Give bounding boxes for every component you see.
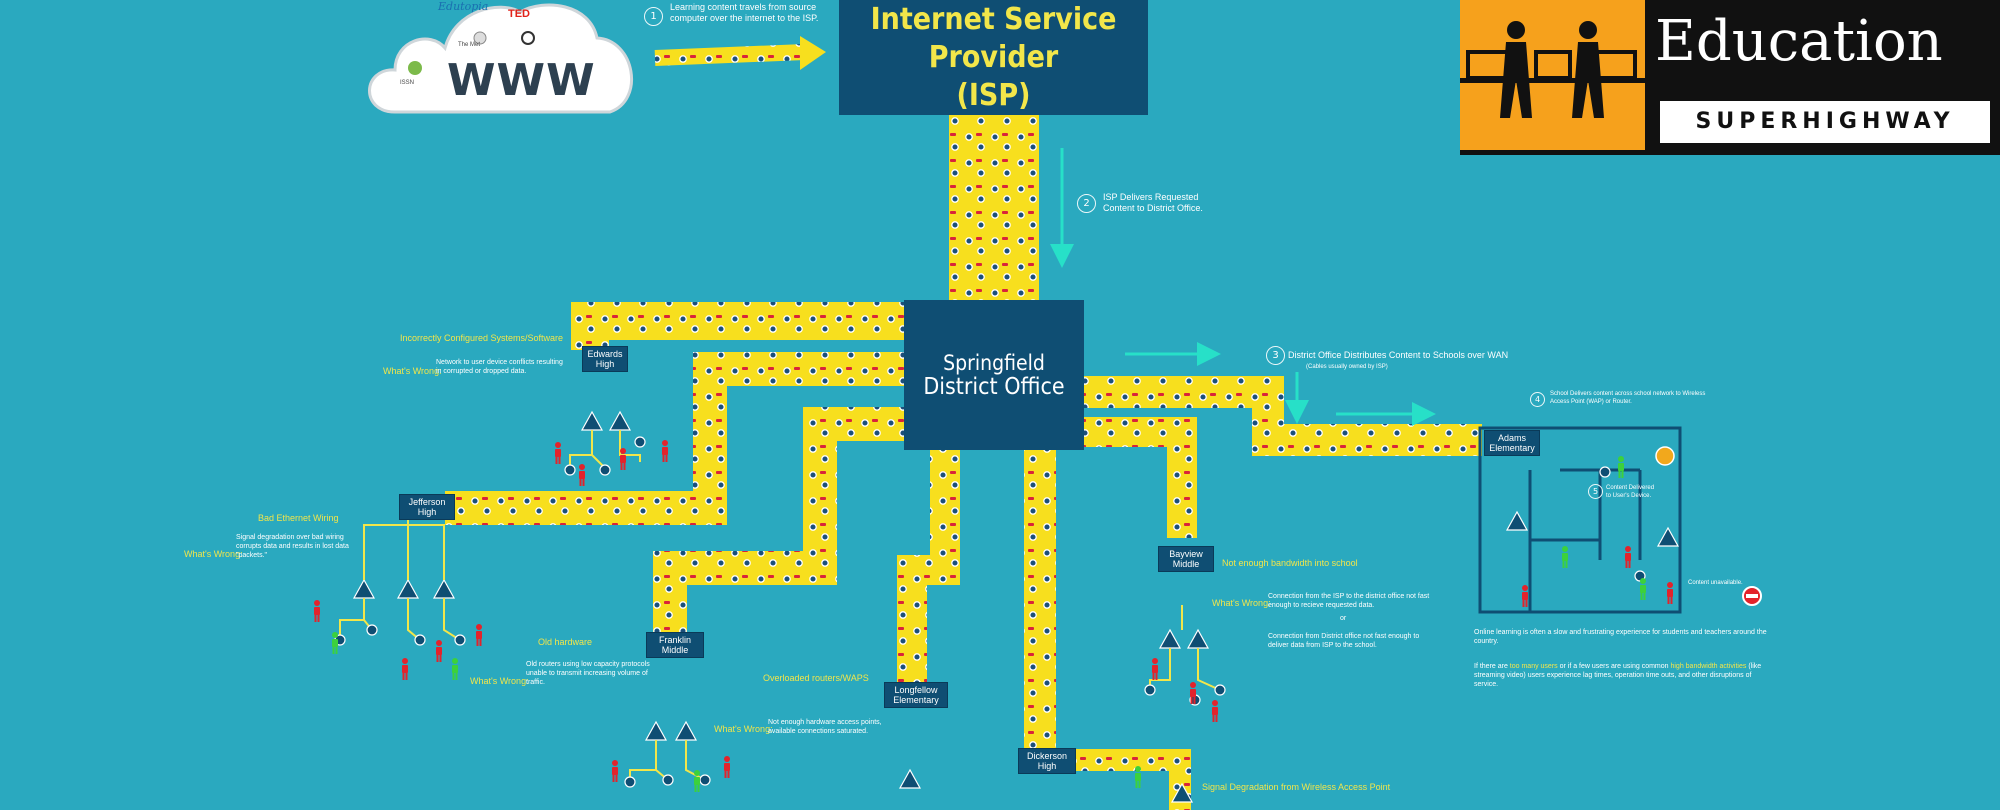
issue-old-hardware-text: Old routers using low capacity protocols… bbox=[526, 661, 650, 686]
issue-bandwidth-text-b: Connection from District office not fast… bbox=[1268, 633, 1420, 649]
router-icon bbox=[608, 410, 632, 431]
issue-overloaded-text: Not enough hardware access points, avail… bbox=[768, 719, 882, 735]
school-adams: Adams Elementary bbox=[1484, 430, 1540, 456]
issue-incorrect-text: Network to user device conflicts resulti… bbox=[436, 359, 563, 375]
issue-incorrect-label: What's Wrong: bbox=[383, 366, 442, 376]
content-badge-icon bbox=[1655, 446, 1675, 466]
router-icon bbox=[1186, 628, 1210, 649]
router-icon bbox=[432, 578, 456, 599]
issue-bandwidth-label: What's Wrong: bbox=[1212, 598, 1271, 608]
step-4-badge: 4 bbox=[1530, 392, 1545, 407]
pipe-www-to-isp bbox=[654, 44, 806, 66]
step-3-subtext: (Cables usually owned by ISP) bbox=[1306, 364, 1388, 370]
issue-bad-wiring-text: Signal degradation over bad wiring corru… bbox=[236, 534, 349, 559]
school-dickerson: Dickerson High bbox=[1018, 748, 1076, 774]
router-icon bbox=[644, 720, 668, 741]
school-longfellow: Longfellow Elementary bbox=[884, 682, 948, 708]
summary-text-2c: or if a few users are using common bbox=[1557, 663, 1671, 670]
step-5-badge: 5 bbox=[1588, 484, 1603, 499]
school-bayview: Bayview Middle bbox=[1158, 546, 1214, 572]
www-cloud-icon bbox=[368, 3, 634, 114]
district-title-line1: Springfield bbox=[943, 351, 1045, 375]
summary-highlight-bandwidth: high bandwidth activities bbox=[1670, 663, 1747, 670]
pipe-jefferson bbox=[445, 352, 904, 525]
ted-logo: TED bbox=[508, 8, 530, 20]
router-icon bbox=[898, 768, 922, 789]
logo-title: Education bbox=[1655, 9, 1943, 74]
school-edwards: Edwards High bbox=[582, 346, 628, 372]
www-arrow-head bbox=[800, 36, 826, 70]
issue-overloaded-title: Overloaded routers/WAPS bbox=[763, 673, 869, 683]
summary-text-2e: (like streaming video) users experience … bbox=[1474, 663, 1762, 688]
issue-bad-wiring-label: What's Wrong: bbox=[184, 549, 243, 559]
met-logo: The Met bbox=[458, 42, 481, 48]
issue-overloaded-label: What's Wrong: bbox=[714, 724, 773, 734]
summary-text-2a: If there are bbox=[1474, 663, 1510, 670]
data-pipes bbox=[445, 44, 1482, 810]
step-2-text: ISP Delivers Requested Content to Distri… bbox=[1103, 192, 1203, 213]
router-icon bbox=[1170, 782, 1194, 803]
issue-signal-title: Signal Degradation from Wireless Access … bbox=[1202, 782, 1391, 792]
summary-highlight-users: too many users bbox=[1509, 663, 1558, 670]
step-3-text: District Office Distributes Content to S… bbox=[1288, 350, 1509, 360]
step-5-text: Content Delivered to User's Device. bbox=[1606, 485, 1655, 499]
flow-arrows bbox=[1050, 148, 1436, 426]
issue-old-hardware-title: Old hardware bbox=[538, 637, 593, 647]
router-icon bbox=[1656, 526, 1680, 547]
issue-bandwidth-title: Not enough bandwidth into school bbox=[1222, 558, 1358, 568]
content-unavailable-note: Content unavailable. bbox=[1688, 580, 1743, 586]
district-title-line2: District Office bbox=[923, 374, 1065, 400]
isp-box: Internet Service Provider (ISP) bbox=[839, 0, 1148, 115]
devices bbox=[334, 436, 1646, 788]
pipe-bayview bbox=[1084, 417, 1197, 538]
school-jefferson: Jefferson High bbox=[399, 494, 455, 520]
logo-people-icon bbox=[1460, 0, 1645, 150]
pipe-longfellow bbox=[897, 450, 960, 682]
issue-incorrect-title: Incorrectly Configured Systems/Software bbox=[400, 333, 564, 343]
step-3-badge: 3 bbox=[1266, 346, 1285, 365]
router-icon bbox=[1505, 510, 1529, 531]
logo-subtitle: SUPERHIGHWAY bbox=[1660, 101, 1990, 143]
school-franklin: Franklin Middle bbox=[646, 632, 704, 658]
isp-title: Internet Service Provider bbox=[870, 1, 1117, 75]
isp-subtitle: (ISP) bbox=[956, 77, 1031, 113]
pipe-franklin bbox=[653, 407, 904, 632]
issue-bandwidth-or: or bbox=[1340, 615, 1347, 622]
step-2-badge: 2 bbox=[1077, 194, 1096, 213]
pipe-edwards bbox=[571, 302, 904, 350]
summary-text-2: If there are too many users or if a few … bbox=[1474, 662, 1774, 689]
step-1-badge: 1 bbox=[644, 7, 663, 26]
education-superhighway-logo: Education SUPERHIGHWAY bbox=[1460, 0, 2000, 155]
pipe-isp-to-district bbox=[949, 115, 1039, 301]
router-icon bbox=[674, 720, 698, 741]
issue-bad-wiring-title: Bad Ethernet Wiring bbox=[258, 513, 339, 523]
pipe-adams bbox=[1084, 376, 1482, 456]
issn-logo: ISSN bbox=[400, 80, 415, 86]
router-icon bbox=[396, 578, 420, 599]
step-4-text: School Delivers content across school ne… bbox=[1550, 391, 1706, 405]
edutopia-logo: Edutopia bbox=[438, 0, 489, 13]
router-icon bbox=[352, 578, 376, 599]
step-1-text: Learning content travels from source com… bbox=[670, 2, 819, 23]
summary-text-1: Online learning is often a slow and frus… bbox=[1474, 629, 1767, 645]
district-office-box: Springfield District Office bbox=[904, 300, 1084, 450]
issue-old-hardware-label: What's Wrong: bbox=[470, 676, 529, 686]
www-label: WWW bbox=[447, 55, 596, 106]
router-icon bbox=[580, 410, 604, 431]
router-icon bbox=[1158, 628, 1182, 649]
issue-bandwidth-text-a: Connection from the ISP to the district … bbox=[1268, 593, 1430, 609]
